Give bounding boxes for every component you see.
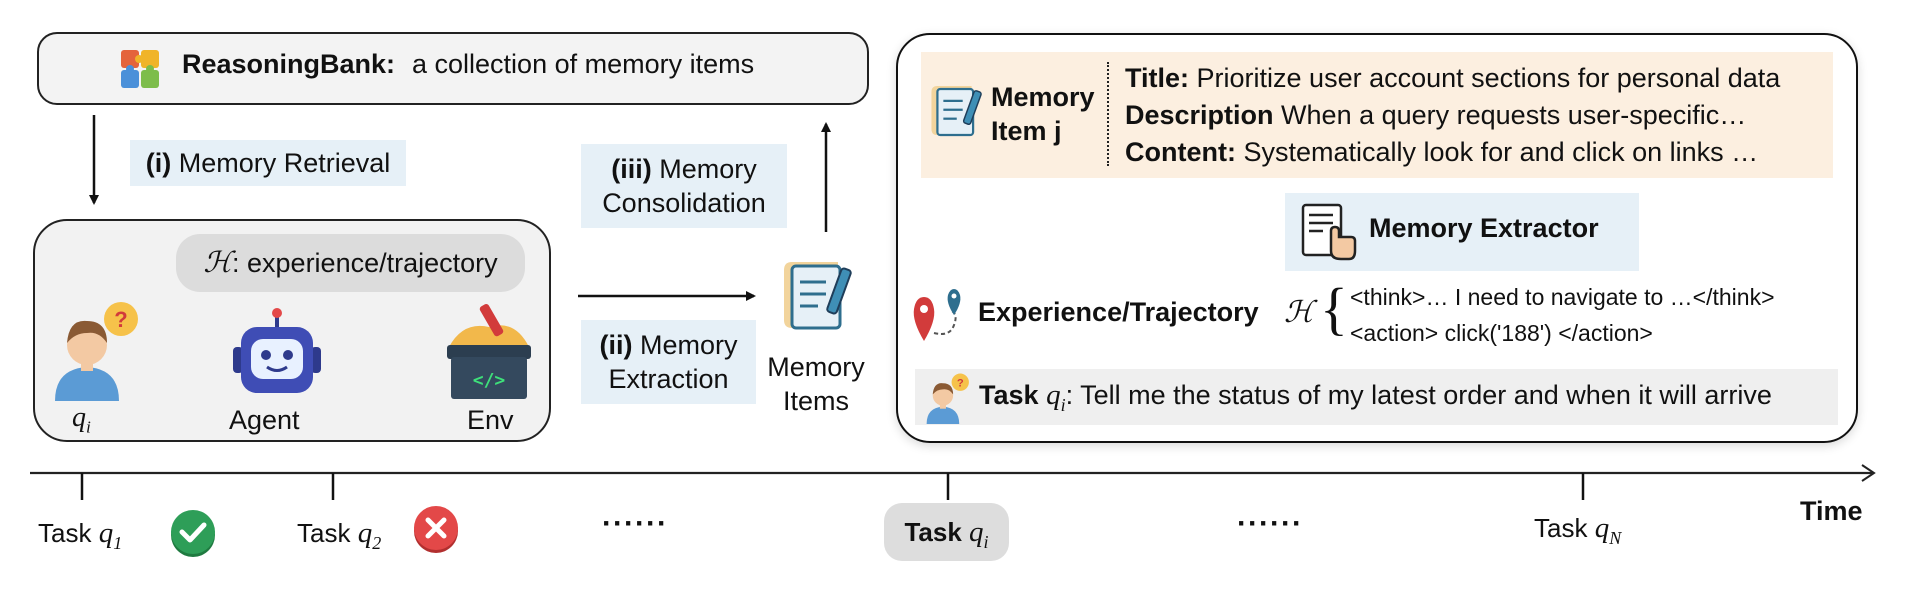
timeline-task2: Task q2 [297, 517, 382, 553]
notebook-icon [778, 258, 856, 341]
label-memory-extraction: (ii) Memory Extraction [581, 320, 756, 404]
env-label: Env [467, 405, 514, 435]
bank-title: ReasoningBank: [182, 49, 396, 79]
timeline-task1: Task q1 [38, 517, 123, 553]
label-memory-consolidation: (iii) Memory Consolidation [581, 144, 787, 228]
reasoning-bank-box: ReasoningBank: a collection of memory it… [37, 32, 869, 105]
memory-item-divider [1107, 62, 1109, 166]
agent-loop-panel: ℋ: experience/trajectory ? qi Agent [33, 219, 551, 442]
memory-extractor-label: Memory Extractor [1369, 213, 1599, 243]
memory-extractor-box: Memory Extractor [1285, 193, 1639, 271]
env-box-icon: </> [443, 297, 535, 408]
trajectory-pin-icon [910, 285, 968, 348]
svg-text:?: ? [957, 377, 964, 389]
trajectory-lines: <think>… I need to navigate to …</think>… [1350, 279, 1775, 351]
memory-items-label: Memory Items [767, 352, 865, 416]
trajectory-action: <action> click('188') </action> [1350, 320, 1653, 346]
check-icon [168, 508, 218, 563]
trajectory-label: Experience/Trajectory [978, 297, 1259, 327]
bank-subtitle: a collection of memory items [412, 49, 755, 79]
user-query-label: qi [72, 402, 91, 437]
extractor-icon [1299, 201, 1357, 268]
field-description: Description When a query requests user-s… [1125, 100, 1747, 130]
robot-icon [229, 307, 325, 408]
timeline-time-label: Time [1800, 496, 1863, 526]
agent-label: Agent [229, 405, 300, 435]
notebook-icon [927, 82, 985, 147]
timeline-ellipsis-2: ······ [1237, 507, 1303, 540]
user-question-icon: ? [919, 371, 975, 430]
cross-icon [411, 504, 461, 559]
field-title: Title: Prioritize user account sections … [1125, 63, 1781, 93]
label-memory-retrieval: (i) Memory Retrieval [130, 140, 406, 186]
task-row: ? Task qi: Tell me the status of my late… [915, 369, 1838, 425]
puzzle-icon [117, 44, 167, 99]
memory-detail-panel: Memory Item j Title: Prioritize user acc… [896, 33, 1858, 443]
trajectory-think: <think>… I need to navigate to …</think> [1350, 284, 1775, 310]
user-question-icon: ? [47, 297, 143, 408]
timeline-taskN: Task qN [1534, 512, 1622, 548]
memory-item-fields: Title: Prioritize user account sections … [1125, 60, 1780, 171]
memory-item-card: Memory Item j Title: Prioritize user acc… [921, 52, 1833, 178]
memory-item-title: Memory Item j [991, 82, 1095, 146]
field-content: Content: Systematically look for and cli… [1125, 137, 1759, 167]
trajectory-symbol: ℋ [1284, 296, 1314, 329]
timeline-task-current: Task qi [884, 503, 1009, 561]
task-description: Task qi: Tell me the status of my latest… [979, 379, 1772, 415]
svg-text:?: ? [114, 307, 127, 332]
svg-text:</>: </> [473, 370, 506, 391]
timeline-ellipsis-1: ······ [602, 507, 668, 540]
trajectory-brace: { [1320, 276, 1348, 341]
history-pill: ℋ: experience/trajectory [176, 234, 525, 292]
